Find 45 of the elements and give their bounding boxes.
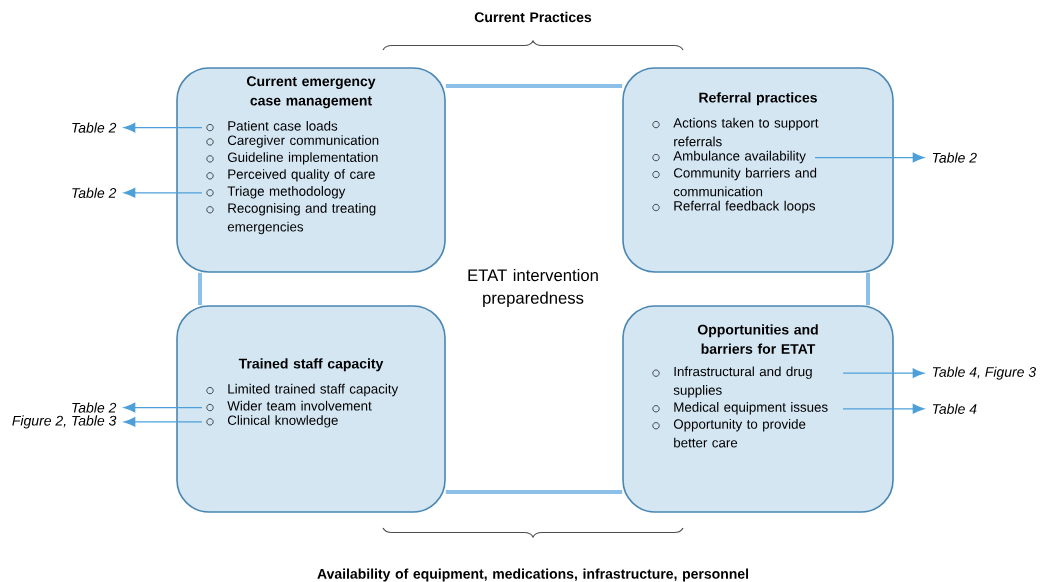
bullet-item: Referral feedback loops — [652, 200, 816, 214]
bullet-item: Actions taken to support referrals — [652, 117, 819, 147]
arrow — [123, 188, 203, 198]
bullet-item: Medical equipment issues — [652, 402, 828, 415]
arrow — [842, 368, 925, 378]
bullet-item: Triage methodology — [206, 186, 346, 199]
bullet-item: Limited trained staff capacity — [206, 383, 399, 397]
arrow — [842, 403, 925, 414]
bullet-item: Patient case loads — [206, 120, 338, 132]
bullet-item: Opportunity to provide better care — [652, 419, 806, 448]
topic-box — [622, 67, 894, 273]
bullet-item: Perceived quality of care — [206, 169, 375, 182]
box-heading: Opportunities and barriers for ETAT — [697, 324, 818, 354]
reference-text: Table 2 — [932, 152, 977, 163]
bullet-item: Community barriers and communication — [652, 167, 817, 197]
box-heading: Current emergency case management — [247, 76, 376, 109]
reference-text: Table 4, Figure 3 — [932, 366, 1036, 380]
box-heading: Trained staff capacity — [238, 358, 384, 372]
topic-box — [176, 67, 446, 273]
arrow — [123, 417, 203, 427]
bullet-item: Wider team involvement — [206, 400, 372, 412]
arrow — [123, 402, 203, 413]
box-heading: Referral practices — [699, 92, 817, 106]
frame-line — [866, 272, 870, 306]
frame-line — [445, 490, 623, 494]
heading-text: Availability of equipment, medications, infrastructure, personnel — [317, 568, 749, 582]
heading-text: Current Practices — [474, 11, 592, 23]
topic-box — [622, 305, 894, 513]
reference-text: Table 4 — [932, 403, 977, 414]
centre-text: ETAT intervention preparedness — [468, 268, 598, 308]
reference-text: Table 2 — [72, 122, 117, 133]
frame-line — [445, 84, 623, 88]
bullet-item: Infrastructural and drug supplies — [652, 366, 812, 398]
arrow — [814, 152, 925, 163]
bullet-item: Caregiver communication — [206, 135, 379, 148]
arrow — [123, 122, 203, 133]
topic-box — [176, 305, 446, 513]
bullet-item: Clinical knowledge — [206, 415, 338, 428]
reference-text: Table 2 — [72, 187, 117, 198]
bullet-item: Guideline implementation — [206, 152, 378, 165]
bullet-item: Recognising and treating emergencies — [206, 203, 376, 235]
frame-line — [198, 272, 202, 306]
bullet-item: Ambulance availability — [652, 150, 806, 164]
reference-text: Figure 2, Table 3 — [12, 415, 117, 429]
reference-text: Table 2 — [72, 402, 117, 413]
